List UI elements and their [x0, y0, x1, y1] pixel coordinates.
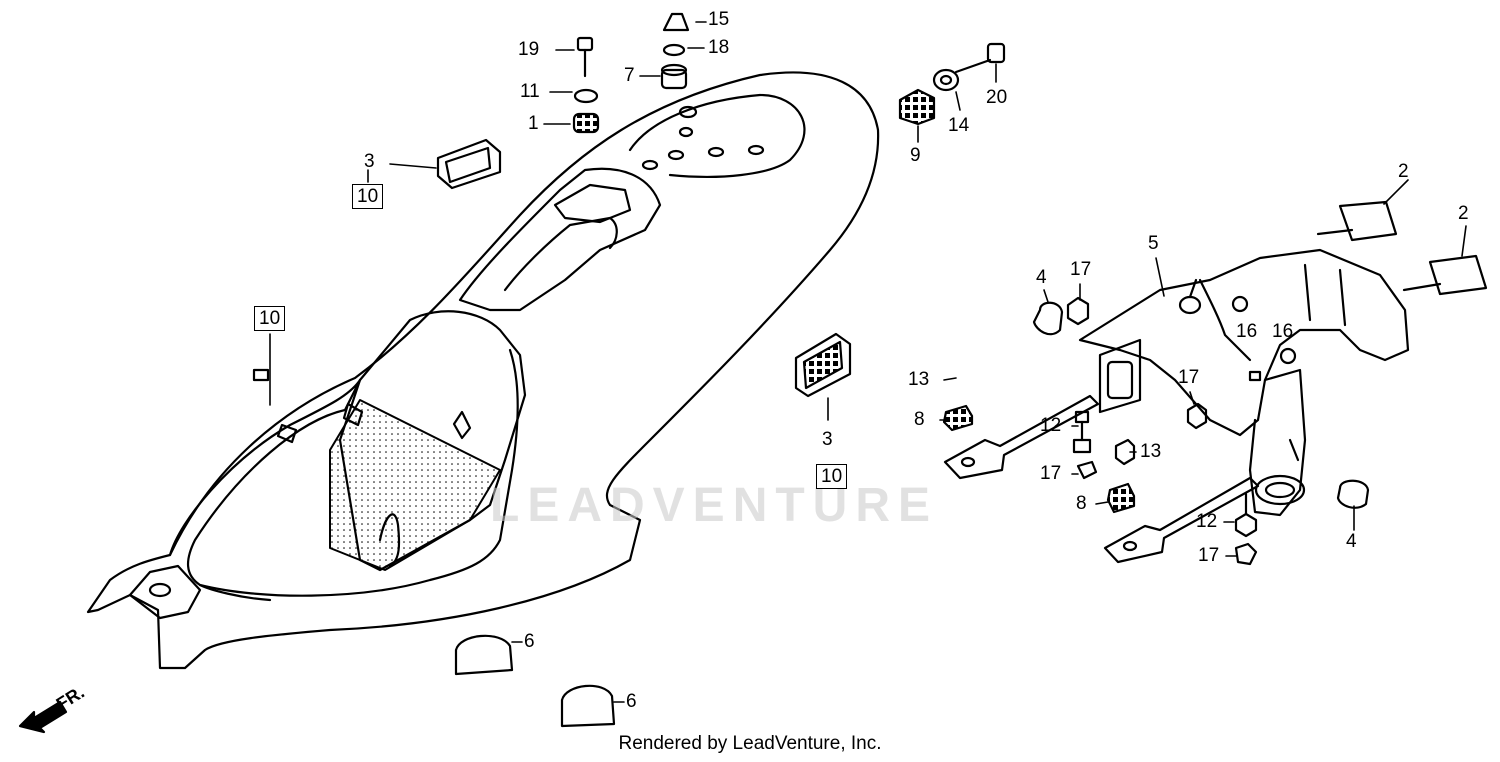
front-direction-arrow — [18, 700, 68, 734]
callout-7: 7 — [624, 65, 635, 86]
rear-bracket — [1078, 248, 1410, 517]
frame-hardware — [252, 296, 1370, 566]
callout-19: 19 — [518, 39, 540, 60]
callout-16-left: 16 — [1236, 321, 1258, 342]
callout-17-mid: 17 — [1178, 367, 1200, 388]
callout-17-bottom: 17 — [1198, 545, 1220, 566]
storage-liner — [329, 399, 501, 571]
callout-6-upper: 6 — [524, 631, 535, 652]
rear-fender — [86, 71, 880, 670]
callout-18: 18 — [708, 37, 730, 58]
callout-13-left: 13 — [908, 369, 930, 390]
callout-2-right: 2 — [1458, 203, 1469, 224]
reflector-upper — [436, 138, 502, 190]
callout-10-lower: 10 — [816, 464, 848, 489]
callout-4-upper: 4 — [1036, 267, 1047, 288]
callout-1: 1 — [528, 113, 539, 134]
callout-8-left: 8 — [914, 409, 925, 430]
mount-hardware-stack — [572, 12, 690, 134]
reflector-lower — [794, 332, 852, 398]
support-stays — [943, 394, 1260, 564]
callout-12-upper: 12 — [1040, 415, 1062, 436]
callout-13-right: 13 — [1140, 441, 1162, 462]
callout-16-right: 16 — [1272, 321, 1294, 342]
callout-11: 11 — [520, 81, 540, 102]
callout-10-left: 10 — [254, 306, 286, 331]
callout-8-lower: 8 — [1076, 493, 1087, 514]
callout-6-lower: 6 — [626, 691, 637, 712]
watermark: LEADVENTURE — [490, 479, 939, 532]
callout-17-lower: 17 — [1040, 463, 1062, 484]
caps — [454, 634, 616, 728]
callout-14: 14 — [948, 115, 970, 136]
footer-credit: Rendered by LeadVenture, Inc. — [618, 733, 882, 754]
callout-20: 20 — [986, 87, 1008, 108]
callout-12-lower: 12 — [1196, 511, 1218, 532]
leader-lines — [269, 21, 1467, 703]
callout-10-upper: 10 — [352, 184, 384, 209]
callout-17-upper: 17 — [1070, 259, 1092, 280]
callout-9: 9 — [910, 145, 921, 166]
callout-5: 5 — [1148, 233, 1159, 254]
callout-3-lower: 3 — [822, 429, 833, 450]
callout-4-lower: 4 — [1346, 531, 1357, 552]
callout-3-upper: 3 — [364, 151, 375, 172]
collar-bolt-hardware — [898, 42, 1006, 126]
callout-15: 15 — [708, 9, 730, 30]
rear-reflector-plates — [1316, 200, 1488, 296]
callout-2-upper: 2 — [1398, 161, 1409, 182]
